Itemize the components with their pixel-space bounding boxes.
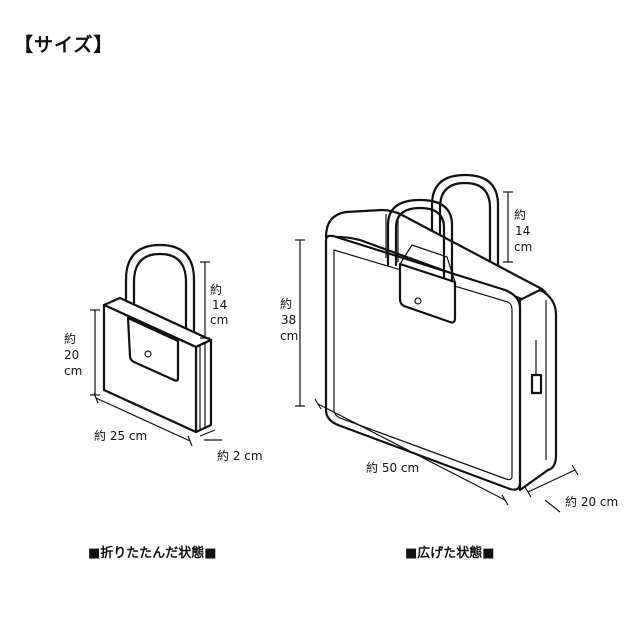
dim-label: 約 xyxy=(64,331,76,346)
folded-dim-handle: 約 14 cm xyxy=(200,261,228,339)
dim-value: 14 xyxy=(515,224,530,238)
expanded-front-face xyxy=(324,234,522,491)
folded-dim-depth: 約 2 cm xyxy=(199,429,263,463)
dim-value: 20 xyxy=(64,348,79,362)
folded-snap-button xyxy=(144,350,152,358)
dim-text: 約 25 cm xyxy=(94,428,147,443)
dim-unit: cm xyxy=(210,313,228,327)
expanded-dim-depth: 約 20 cm xyxy=(524,464,618,513)
dim-unit: cm xyxy=(280,329,298,343)
dim-value: 14 xyxy=(212,298,227,312)
expanded-dim-height: 約 38 cm xyxy=(280,239,305,407)
zipper-pull xyxy=(530,373,543,395)
dim-label: 約 xyxy=(514,207,526,222)
folded-dim-width: 約 25 cm xyxy=(93,392,193,447)
expanded-bag: 約 14 cm 約 38 cm 約 50 cm xyxy=(280,173,618,513)
caption-folded: ■折りたたんだ状態■ xyxy=(88,546,217,561)
dim-value: 38 xyxy=(281,313,296,327)
folded-flap xyxy=(126,316,180,382)
folded-handle xyxy=(124,243,196,342)
dim-label: 約 xyxy=(280,296,292,311)
dim-text: 約 2 cm xyxy=(217,448,263,463)
dim-text: 約 20 cm xyxy=(565,494,618,509)
expanded-dim-width: 約 50 cm xyxy=(314,398,509,506)
folded-dim-height: 約 20 cm xyxy=(64,309,100,396)
caption-expanded: ■広げた状態■ xyxy=(405,546,495,561)
expanded-front-handle xyxy=(386,198,454,292)
page-title: 【サイズ】 xyxy=(14,34,114,56)
expanded-rear-handle xyxy=(430,173,500,272)
dim-unit: cm xyxy=(64,364,82,378)
expanded-snap-button xyxy=(414,297,422,305)
folded-bag: 約 14 cm 約 20 cm 約 25 cm xyxy=(64,243,263,463)
dim-text: 約 50 cm xyxy=(366,460,419,475)
dim-unit: cm xyxy=(514,240,532,254)
expanded-dim-handle: 約 14 cm xyxy=(503,191,532,263)
folded-handle-inner xyxy=(132,252,188,342)
dim-label: 約 xyxy=(210,282,222,297)
expanded-flap xyxy=(398,262,457,324)
